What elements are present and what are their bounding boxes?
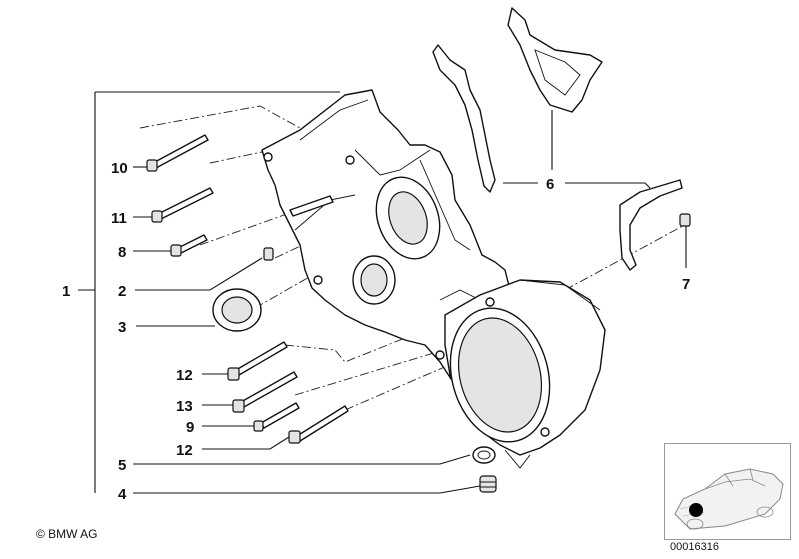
labels: 1 2 3 4 5 6 7 8 9 10 11 12 13 12 [62, 160, 690, 503]
copyright-notice: © BMW AG [36, 527, 98, 541]
gasket-upper [432, 7, 603, 193]
label-6: 6 [546, 176, 554, 193]
vehicle-reference-thumbnail [664, 443, 791, 540]
shaft-seal-3 [212, 288, 262, 332]
label-11: 11 [111, 210, 127, 227]
leaders [133, 110, 687, 494]
label-8: 8 [118, 244, 126, 261]
bolt-10 [146, 134, 209, 172]
car-outline-icon [674, 468, 784, 530]
label-5: 5 [118, 457, 126, 474]
group-bracket [78, 91, 340, 493]
label-3: 3 [118, 319, 126, 336]
diagram-number: 00016316 [670, 541, 719, 553]
label-13: 13 [176, 398, 193, 415]
gasket-side [619, 179, 691, 271]
pin-upper [289, 195, 334, 217]
dowel-2 [263, 247, 274, 261]
bolt-11 [151, 187, 214, 223]
bolt-12-upper [227, 341, 288, 381]
label-10: 10 [111, 160, 128, 177]
label-9: 9 [186, 419, 194, 436]
label-4: 4 [118, 486, 127, 503]
label-12-upper: 12 [176, 367, 193, 384]
cover-housing [444, 279, 606, 469]
label-2: 2 [118, 283, 126, 300]
bolt-8 [170, 234, 208, 257]
sealing-ring-5 [472, 446, 496, 464]
label-7: 7 [682, 276, 690, 293]
bolt-13 [232, 371, 298, 413]
bolt-9 [253, 402, 300, 432]
label-1: 1 [62, 283, 70, 300]
screw-plug-4 [479, 475, 497, 493]
location-marker-icon [689, 503, 703, 517]
bolt-12-lower [288, 405, 349, 444]
label-12-lower: 12 [176, 442, 193, 459]
